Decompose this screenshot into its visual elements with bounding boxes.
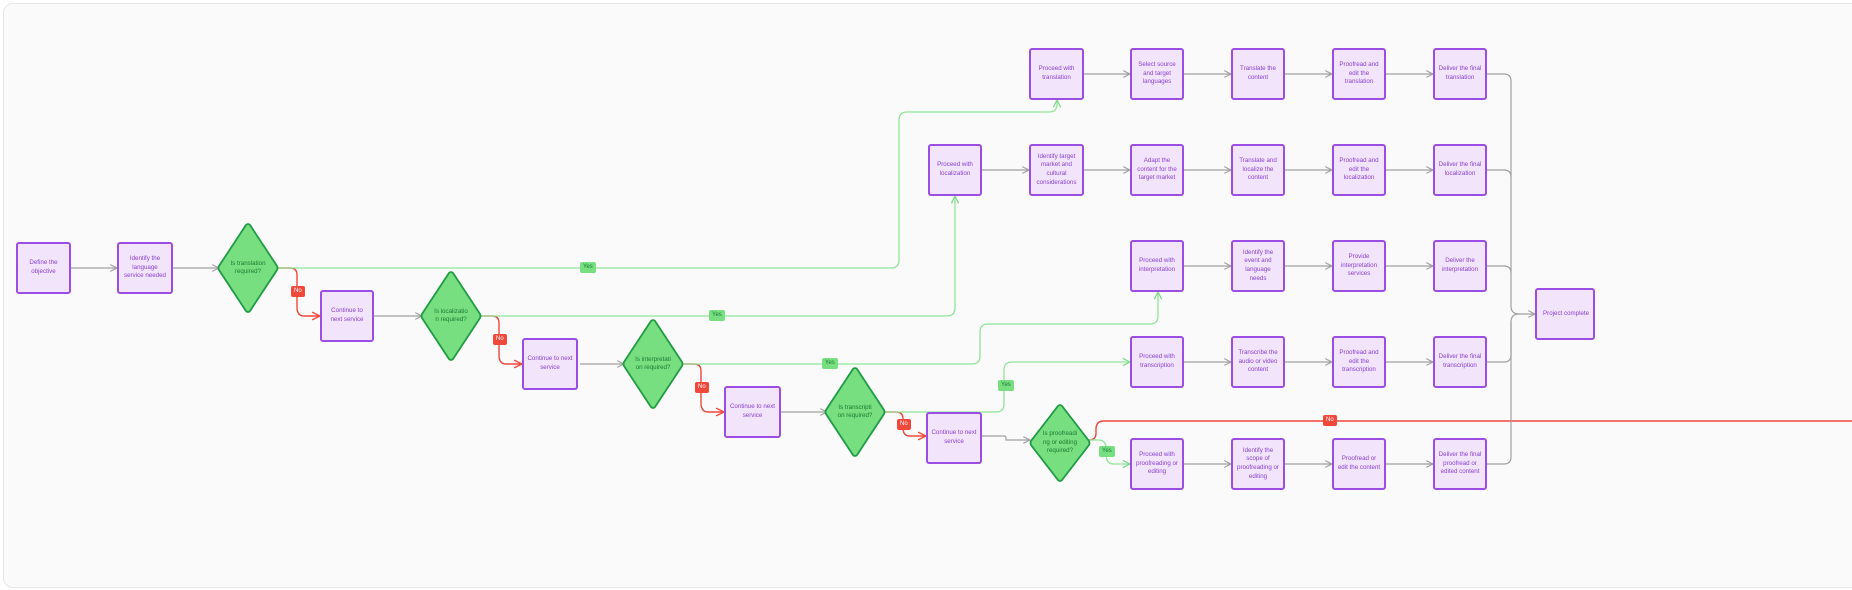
- deliver-proofread-node[interactable]: Deliver the final proofread or edited co…: [1433, 438, 1487, 490]
- yes-tag: Yes: [998, 380, 1014, 391]
- deliver-interpretation-node[interactable]: Deliver the interpretation: [1433, 240, 1487, 292]
- decision-label: Is localization required?: [434, 307, 468, 323]
- identify-market-node[interactable]: Identify target market and cultural cons…: [1029, 144, 1084, 196]
- node-label: Transcribe the audio or video content: [1238, 349, 1278, 374]
- translation-decision[interactable]: Is translation required?: [216, 222, 280, 314]
- node-label: Identify the language service needed: [124, 255, 166, 280]
- identify-service-node[interactable]: Identify the language service needed: [117, 242, 173, 294]
- no-tag: No: [1323, 415, 1337, 426]
- edge-q3-yes: [679, 292, 1158, 365]
- edge-deliver-translation-end: [1487, 73, 1535, 314]
- node-label: Deliver the interpretation: [1441, 257, 1479, 273]
- edge-q2-yes: [476, 196, 955, 317]
- transcribe-content-node[interactable]: Transcribe the audio or video content: [1231, 336, 1285, 388]
- node-label: Provide interpretation services: [1340, 253, 1378, 278]
- proceed-translation-node[interactable]: Proceed with translation: [1029, 48, 1084, 100]
- node-label: Deliver the final proofread or edited co…: [1438, 451, 1482, 476]
- edge-deliver-interpretation-end: [1487, 265, 1512, 274]
- yes-tag: Yes: [580, 262, 596, 273]
- no-tag: No: [493, 334, 507, 345]
- node-label: Deliver the final localization: [1438, 161, 1482, 177]
- project-complete-node[interactable]: Project complete: [1535, 288, 1595, 340]
- deliver-transcription-node[interactable]: Deliver the final transcription: [1433, 336, 1487, 388]
- proceed-localization-node[interactable]: Proceed with localization: [928, 144, 982, 196]
- no-tag: No: [695, 382, 709, 393]
- node-label: Adapt the content for the target market: [1137, 157, 1177, 182]
- node-label: Proofread or edit the content: [1337, 455, 1381, 471]
- translate-localize-node[interactable]: Translate and localize the content: [1231, 144, 1285, 196]
- node-label: Define the objective: [29, 259, 58, 275]
- edge-deliver-transcription-end: [1487, 313, 1520, 363]
- node-label: Deliver the final translation: [1438, 65, 1482, 81]
- node-label: Continue to next service: [729, 403, 776, 419]
- decision-label: Is proofreading or editing required?: [1042, 430, 1078, 455]
- node-label: Continue to next service: [931, 429, 977, 445]
- edge-continue4-q5: [982, 435, 1030, 440]
- continue-node-4[interactable]: Continue to next service: [926, 412, 982, 464]
- yes-tag: Yes: [822, 358, 838, 369]
- node-label: Identify the scope of proofreading or ed…: [1237, 446, 1279, 480]
- edge-q1-yes: [274, 100, 1057, 269]
- edge-deliver-proofreading-end: [1487, 322, 1512, 465]
- node-label: Proofread and edit the localization: [1339, 157, 1379, 182]
- proofread-localization-node[interactable]: Proofread and edit the localization: [1332, 144, 1386, 196]
- decision-label: Is interpretation required?: [635, 355, 671, 371]
- identify-event-node[interactable]: Identify the event and language needs: [1231, 240, 1285, 292]
- proceed-interpretation-node[interactable]: Proceed with interpretation: [1130, 240, 1184, 292]
- yes-tag: Yes: [1099, 446, 1115, 457]
- flowchart-canvas: Define the objective Identify the langua…: [3, 3, 1852, 588]
- node-label: Proceed with transcription: [1139, 353, 1175, 369]
- node-label: Identify the event and language needs: [1242, 248, 1274, 282]
- node-label: Proofread and edit the transcription: [1339, 349, 1379, 374]
- proofread-transcription-node[interactable]: Proofread and edit the transcription: [1332, 336, 1386, 388]
- continue-node-1[interactable]: Continue to next service: [320, 290, 374, 342]
- node-label: Proceed with proofreading or editing: [1136, 451, 1178, 476]
- continue-node-3[interactable]: Continue to next service: [724, 386, 781, 438]
- connector-layer: [71, 4, 1852, 587]
- provide-interpretation-node[interactable]: Provide interpretation services: [1332, 240, 1386, 292]
- node-label: Proofread and edit the translation: [1339, 61, 1379, 86]
- node-label: Project complete: [1543, 309, 1590, 317]
- node-label: Deliver the final transcription: [1438, 353, 1482, 369]
- node-label: Proceed with localization: [937, 161, 973, 177]
- transcription-decision[interactable]: Is transcription required?: [823, 366, 887, 458]
- localization-decision[interactable]: Is localization required?: [419, 270, 483, 362]
- node-label: Proceed with translation: [1038, 65, 1075, 81]
- node-label: Continue to next service: [527, 355, 573, 371]
- deliver-localization-node[interactable]: Deliver the final localization: [1433, 144, 1487, 196]
- deliver-translation-node[interactable]: Deliver the final translation: [1433, 48, 1487, 100]
- node-label: Translate and localize the content: [1239, 157, 1277, 182]
- proceed-proofreading-node[interactable]: Proceed with proofreading or editing: [1130, 438, 1184, 490]
- decision-label: Is transcription required?: [837, 403, 873, 419]
- no-tag: No: [291, 286, 305, 297]
- select-languages-node[interactable]: Select source and target languages: [1130, 48, 1184, 100]
- identify-scope-node[interactable]: Identify the scope of proofreading or ed…: [1231, 438, 1285, 490]
- translate-content-node[interactable]: Translate the content: [1231, 48, 1285, 100]
- decision-label: Is translation required?: [230, 259, 266, 275]
- node-label: Select source and target languages: [1138, 61, 1176, 86]
- node-label: Identify target market and cultural cons…: [1036, 152, 1077, 186]
- node-label: Proceed with interpretation: [1138, 257, 1176, 273]
- edge-deliver-localization-end: [1487, 169, 1512, 178]
- no-tag: No: [897, 419, 911, 430]
- adapt-content-node[interactable]: Adapt the content for the target market: [1130, 144, 1184, 196]
- proofreading-decision[interactable]: Is proofreading or editing required?: [1028, 403, 1092, 483]
- proofread-content-node[interactable]: Proofread or edit the content: [1332, 438, 1386, 490]
- yes-tag: Yes: [709, 310, 725, 321]
- edge-q5-no: [1082, 420, 1852, 441]
- proofread-translation-node[interactable]: Proofread and edit the translation: [1332, 48, 1386, 100]
- node-label: Continue to next service: [330, 307, 364, 323]
- proceed-transcription-node[interactable]: Proceed with transcription: [1130, 336, 1184, 388]
- define-objective-node[interactable]: Define the objective: [16, 242, 71, 294]
- node-label: Translate the content: [1240, 65, 1276, 81]
- continue-node-2[interactable]: Continue to next service: [522, 338, 578, 390]
- interpretation-decision[interactable]: Is interpretation required?: [621, 318, 685, 410]
